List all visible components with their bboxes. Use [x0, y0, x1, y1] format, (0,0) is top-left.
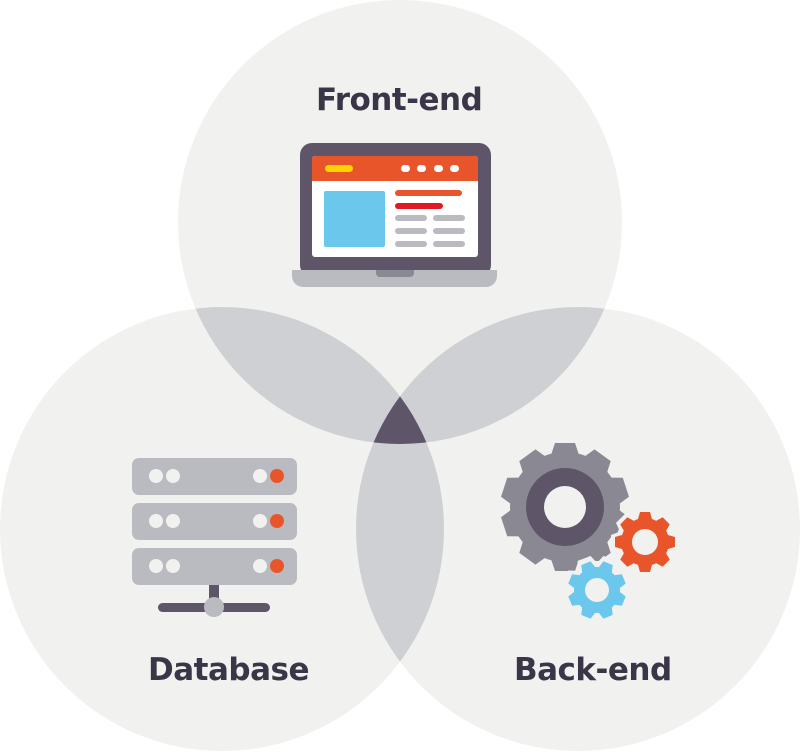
server-icon	[132, 458, 297, 617]
blue-gear	[562, 555, 632, 625]
overlap-front-back	[356, 307, 622, 444]
big-gear	[501, 443, 629, 571]
label-database: Database	[148, 652, 309, 688]
orange-gear	[611, 508, 679, 576]
laptop-icon	[292, 143, 497, 287]
label-front-end: Front-end	[316, 82, 483, 118]
label-back-end: Back-end	[514, 652, 672, 688]
gears-icon	[501, 443, 679, 625]
overlap-front-database	[178, 307, 444, 444]
